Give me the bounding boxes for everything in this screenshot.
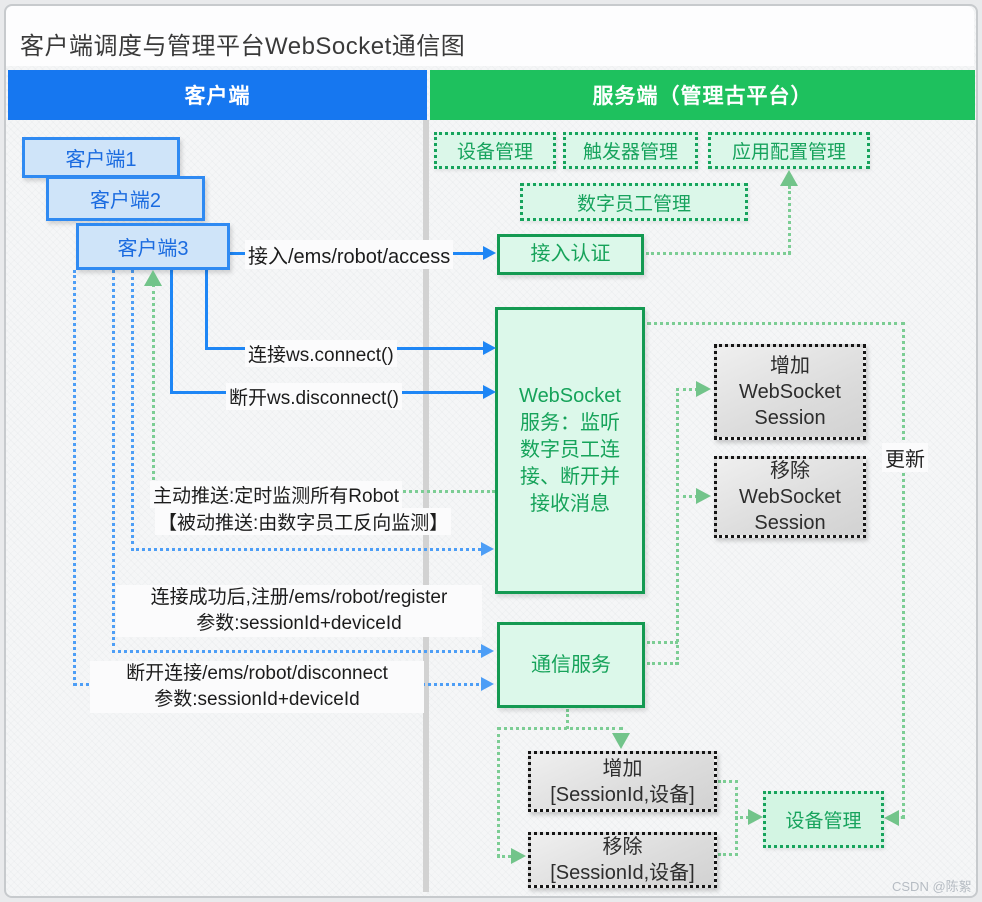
arrowhead-register-icon <box>481 644 494 658</box>
line-devremove-h <box>497 855 511 858</box>
arrowhead-devmgmt-right-icon <box>884 810 899 826</box>
arrowhead-session-add-icon <box>696 381 711 397</box>
client-box-1: 客户端1 <box>22 137 180 178</box>
line-auth-appconfig-v <box>788 186 791 254</box>
arrowhead-disc-api-icon <box>481 677 494 691</box>
line-devmgmt-in <box>735 816 749 819</box>
line-disc-api-v <box>73 270 76 686</box>
arrowhead-access-icon <box>483 246 496 260</box>
arrowhead-ws-push-icon <box>481 542 494 556</box>
edge-label-disc-api-line2: 参数:sessionId+deviceId <box>154 689 360 710</box>
line-devadd-h <box>497 727 623 730</box>
client-column-header: 客户端 <box>8 70 427 120</box>
arrowhead-push-up-icon <box>144 270 162 286</box>
line-register-h <box>112 650 487 653</box>
arrowhead-appconfig-icon <box>780 170 798 186</box>
arrowhead-devmgmt-left-icon <box>748 809 763 825</box>
line-update-h2 <box>893 816 905 819</box>
line-comm-stub-1 <box>647 641 678 644</box>
comm-box: 通信服务 <box>497 622 645 708</box>
arrowhead-session-remove-icon <box>696 488 711 504</box>
title-strip <box>6 6 974 66</box>
line-ws-push-h <box>131 548 487 551</box>
line-devremove-v <box>497 727 500 857</box>
edge-label-push-passive: 【被动推送:由数字员工反向监测】 <box>155 508 452 535</box>
line-session-remove-branch <box>676 495 698 498</box>
watermark: CSDN @陈絮 <box>892 879 972 894</box>
digital-worker-box: 数字员工管理 <box>520 183 748 221</box>
edge-label-register: 连接成功后,注册/ems/robot/register 参数:sessionId… <box>116 585 482 637</box>
line-ws-push-v <box>131 270 134 551</box>
edge-label-connect: 连接ws.connect() <box>245 340 397 367</box>
edge-label-access: 接入/ems/robot/access <box>245 240 454 269</box>
line-devremove-out <box>718 853 738 856</box>
edge-label-disc-api: 断开连接/ems/robot/disconnect 参数:sessionId+d… <box>90 661 424 713</box>
server-column-header: 服务端（管理古平台） <box>430 70 975 120</box>
client-box-2: 客户端2 <box>46 176 205 221</box>
device-mgmt-box: 设备管理 <box>763 791 884 848</box>
line-comm-stub-2 <box>647 662 678 665</box>
client-box-3: 客户端3 <box>76 223 230 270</box>
edge-label-push-active: 主动推送:定时监测所有Robot <box>150 481 402 508</box>
line-devadd-out <box>718 780 738 783</box>
session-add-box: 增加 WebSocket Session <box>714 344 866 440</box>
column-divider <box>423 120 429 892</box>
line-register-v <box>112 270 115 653</box>
edge-label-register-line1: 连接成功后,注册/ems/robot/register <box>150 587 448 608</box>
device-remove-box: 移除 [SessionId,设备] <box>528 832 717 888</box>
line-connect-v <box>205 270 208 350</box>
line-comm-down-v <box>566 709 569 729</box>
server-box-app-config-mgmt: 应用配置管理 <box>708 132 870 169</box>
websocket-box: WebSocket 服务：监听 数字员工连 接、断开并 接收消息 <box>495 307 645 594</box>
arrowhead-disconnect-icon <box>483 385 496 399</box>
device-add-box: 增加 [SessionId,设备] <box>528 751 717 812</box>
line-push-v <box>152 284 155 492</box>
line-update-h1 <box>647 322 905 325</box>
line-disconnect-v <box>170 270 173 394</box>
line-update-v <box>902 322 905 818</box>
edge-label-disc-api-line1: 断开连接/ems/robot/disconnect <box>126 663 388 684</box>
edge-label-register-line2: 参数:sessionId+deviceId <box>196 613 402 634</box>
line-auth-appconfig-h <box>646 252 791 255</box>
arrowhead-connect-icon <box>483 341 496 355</box>
update-label: 更新 <box>882 443 928 472</box>
arrowhead-devadd-icon <box>612 733 630 749</box>
page-title: 客户端调度与管理平台WebSocket通信图 <box>20 33 466 60</box>
auth-box: 接入认证 <box>497 234 644 275</box>
session-remove-box: 移除 WebSocket Session <box>714 456 866 538</box>
edge-label-disconnect: 断开ws.disconnect() <box>226 383 402 410</box>
arrowhead-devremove-icon <box>511 848 526 864</box>
server-box-device-mgmt-top: 设备管理 <box>434 132 556 169</box>
line-session-add-branch <box>676 388 698 391</box>
server-box-trigger-mgmt: 触发器管理 <box>563 132 698 169</box>
line-session-trunk-v <box>676 388 679 665</box>
